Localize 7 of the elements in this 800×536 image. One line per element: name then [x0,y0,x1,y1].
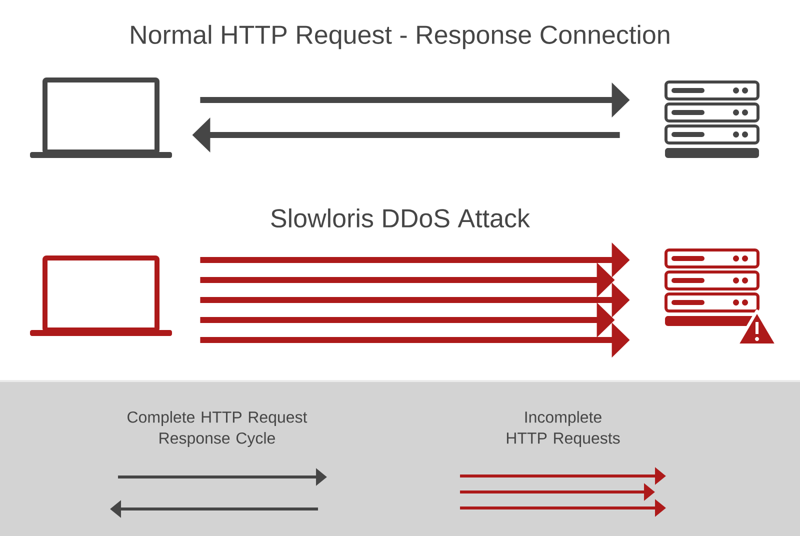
server-drawing [664,80,760,158]
section-heading: Slowloris DDoS Attack [271,208,530,228]
laptop-drawing [30,256,172,336]
legend-label: Complete HTTP Request Response Cycle [128,411,308,447]
laptop-drawing [30,78,172,158]
legend-label: Incomplete HTTP Requests [506,411,620,447]
title: Normal HTTP Request - Response Connection [131,24,670,50]
